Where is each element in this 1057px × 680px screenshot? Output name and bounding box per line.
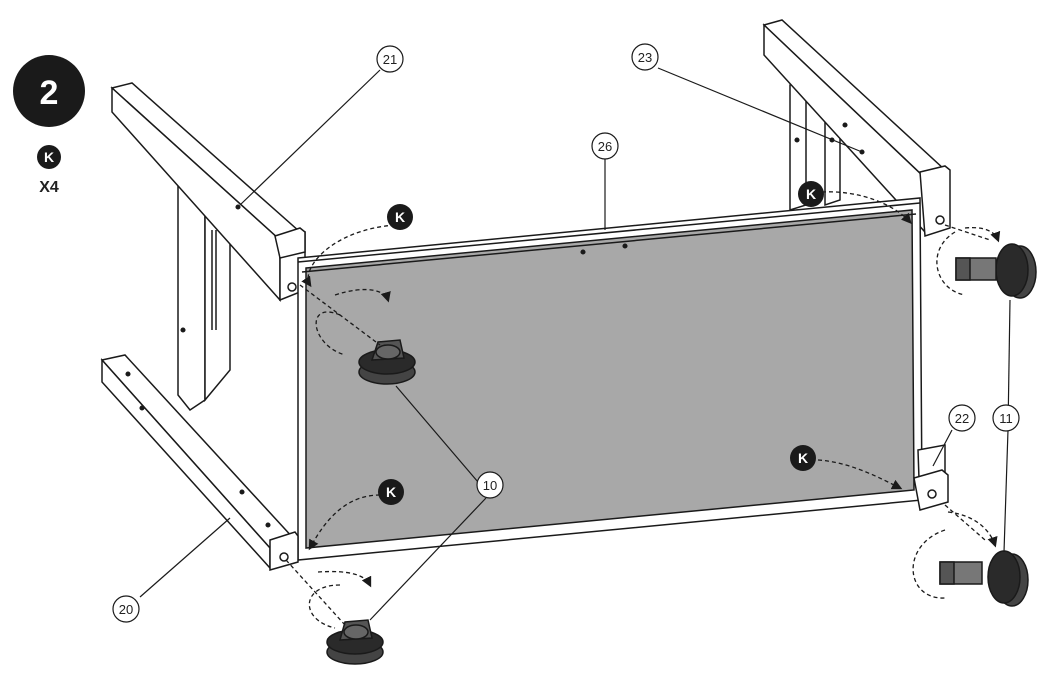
callout-22: 22 xyxy=(948,404,976,432)
leader-lines xyxy=(139,67,1011,621)
panel-26 xyxy=(297,197,923,561)
assembly-arrows xyxy=(285,191,1001,629)
k-marker-left-top: K xyxy=(387,204,413,230)
svg-text:K: K xyxy=(806,186,816,202)
hardware-quantity: X4 xyxy=(39,179,59,196)
step-badge: 2 xyxy=(13,55,85,127)
callout-21: 21 xyxy=(376,45,404,73)
caster-right-bottom xyxy=(939,550,1029,607)
callout-23: 23 xyxy=(631,43,659,71)
svg-text:K: K xyxy=(386,484,396,500)
caster-right-top xyxy=(955,243,1037,299)
svg-text:K: K xyxy=(798,450,808,466)
callout-26: 26 xyxy=(591,132,619,160)
hardware-legend: K X4 xyxy=(37,145,61,196)
hardware-letter: K xyxy=(44,149,54,165)
rail-23 xyxy=(762,19,951,238)
k-marker-right-bottom: K xyxy=(790,445,816,471)
svg-text:23: 23 xyxy=(638,50,652,65)
svg-text:K: K xyxy=(395,209,405,225)
svg-text:21: 21 xyxy=(383,52,397,67)
step-number: 2 xyxy=(40,74,59,112)
svg-text:26: 26 xyxy=(598,139,612,154)
svg-text:11: 11 xyxy=(999,411,1013,426)
rail-20 xyxy=(100,354,299,571)
caster-bottom-left xyxy=(326,619,384,665)
k-marker-right-top: K xyxy=(798,181,824,207)
callout-11: 11 xyxy=(992,404,1020,432)
callout-20: 20 xyxy=(112,595,140,623)
svg-text:10: 10 xyxy=(483,478,497,493)
svg-text:22: 22 xyxy=(955,411,969,426)
k-marker-left-bottom: K xyxy=(378,479,404,505)
callout-10: 10 xyxy=(476,471,504,499)
svg-text:20: 20 xyxy=(119,602,133,617)
rail-22 xyxy=(913,444,949,511)
